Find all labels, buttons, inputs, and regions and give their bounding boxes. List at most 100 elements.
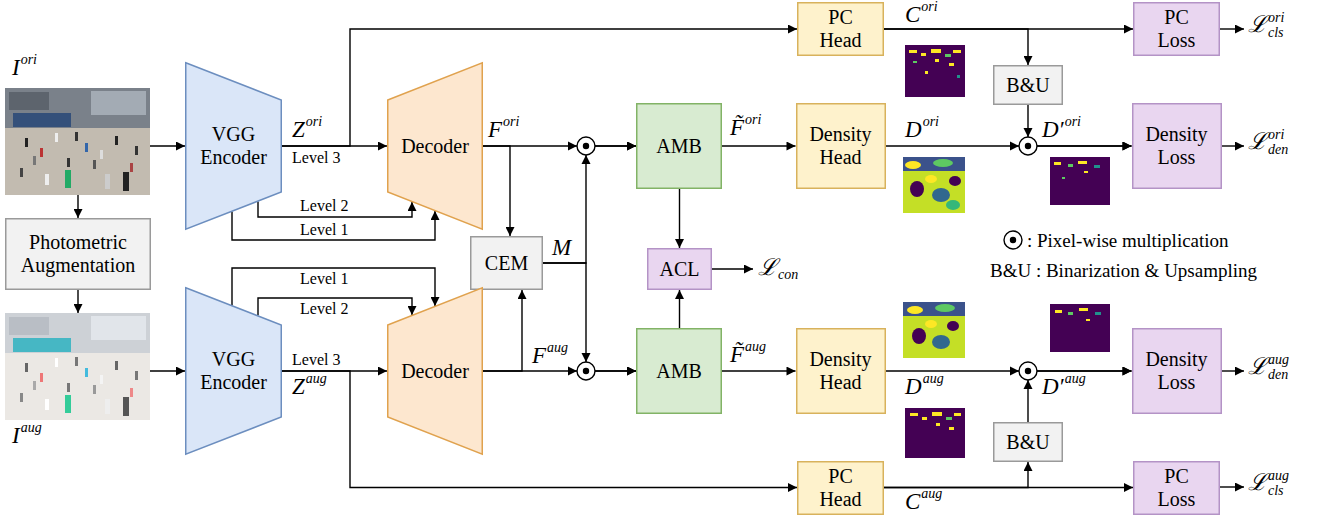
masked-density-thumbnail (1055, 310, 1062, 313)
label-part: : Pixel-wise multiplication (1027, 231, 1229, 250)
connector (1028, 105, 1132, 146)
math-label: Dori (905, 118, 939, 141)
node-label: PC Loss (1149, 465, 1205, 511)
pc-map-thumbnail (953, 50, 961, 53)
masked-density-thumbnail (1078, 161, 1087, 164)
math-label: F̃aug (730, 343, 766, 366)
math-label: ℒaugcls (1248, 471, 1289, 499)
connector (483, 290, 522, 371)
augmented-crowd-photo (13, 338, 71, 352)
small-arrowhead (568, 142, 577, 151)
math-symbol: D′ (1042, 118, 1064, 141)
crowd-photo (13, 113, 71, 127)
density-map-thumbnail (949, 176, 961, 186)
math-symbol: D (905, 118, 922, 141)
augmented-crowd-photo (65, 395, 71, 413)
augmented-crowd-photo (25, 363, 28, 372)
masked-density-thumbnail (1094, 165, 1100, 168)
box-outline (637, 329, 722, 414)
connector (543, 146, 636, 263)
pc-map-thumbnail (957, 75, 960, 78)
crowd-photo (67, 158, 70, 167)
small-arrowhead (1010, 367, 1019, 376)
plain-arrow (77, 290, 78, 313)
label-part: aug (547, 341, 568, 355)
label-part: D′ (1042, 375, 1064, 398)
math-symbol: C (905, 3, 920, 26)
pc-map-thumbnail (921, 53, 926, 56)
math-label: D′ori (1042, 118, 1081, 141)
label-part: ori (503, 115, 519, 129)
connector (679, 290, 680, 328)
crowd-photo (5, 88, 150, 128)
math-label: ℒcon (758, 256, 798, 282)
label-part: D′ (1042, 118, 1064, 141)
small-arrowhead (568, 367, 577, 376)
masked-density-thumbnail (1050, 157, 1110, 205)
node-label: PC Head (813, 6, 869, 52)
process-box: Density Loss (1132, 328, 1222, 414)
pc-map-thumbnail (949, 63, 954, 66)
crowd-photo (105, 174, 110, 189)
label-part: ℒ (1248, 355, 1267, 378)
crowd-photo (33, 156, 36, 165)
masked-density-thumbnail (1068, 164, 1073, 167)
box-outline (388, 288, 483, 455)
math-symbol: I (12, 424, 20, 447)
augmented-crowd-photo (85, 368, 88, 377)
label-part: D (905, 375, 922, 398)
process-box: ACL (647, 248, 712, 290)
augmented-crowd-photo (5, 313, 150, 353)
label-part: ℒ (1248, 130, 1267, 153)
process-box: B&U (993, 65, 1063, 105)
pc-map-thumbnail (946, 417, 952, 420)
label-part: F̃ (730, 116, 744, 139)
pc-map-thumbnail (945, 54, 951, 57)
masked-density-thumbnail (1095, 312, 1101, 315)
label-part: ori (745, 113, 761, 127)
label-part: D (905, 118, 922, 141)
edge-label: Level 1 (300, 222, 348, 238)
edge-label: Level 3 (292, 150, 340, 166)
math-symbol: Z (292, 118, 305, 141)
label-part: F̃ (730, 343, 744, 366)
label-part: aug (21, 421, 42, 435)
process-box: PC Loss (1133, 2, 1220, 56)
label-part: ori (923, 115, 939, 129)
node-label: Density Loss (1139, 348, 1215, 394)
pc-map-thumbnail (905, 408, 965, 458)
encoder-trapezoid: VGG Encoder (185, 287, 282, 455)
density-map-thumbnail (946, 200, 960, 210)
pc-map-thumbnail (954, 413, 961, 416)
masked-density-thumbnail (1054, 162, 1061, 165)
math-label: ℒaugden (1248, 355, 1289, 383)
connector (884, 29, 1028, 65)
math-label: Cori (905, 3, 938, 26)
label-part: ori (21, 53, 37, 67)
math-symbol: F (532, 344, 546, 367)
multiply-symbol (1019, 362, 1037, 380)
math-label: D′aug (1042, 375, 1086, 398)
node-label: PC Loss (1149, 6, 1205, 52)
crowd-photo (135, 146, 138, 155)
label-part: augden (1268, 353, 1289, 383)
plain-arrow (150, 370, 185, 371)
label-part: ℒ (758, 256, 777, 279)
crowd-photo (5, 88, 150, 195)
crowd-photo (40, 148, 43, 157)
density-map-thumbnail (903, 157, 965, 213)
plain-arrow (1220, 370, 1244, 371)
box-outline (186, 288, 282, 455)
crowd-photo (55, 133, 58, 142)
masked-density-thumbnail (1086, 319, 1090, 321)
pc-map-thumbnail (932, 412, 942, 416)
decoder-trapezoid: Decoder (387, 287, 483, 455)
connector (722, 145, 796, 146)
box-outline (796, 104, 885, 189)
label-part: aug (921, 487, 942, 501)
density-map-thumbnail (903, 302, 965, 316)
augmented-crowd-photo (5, 313, 150, 420)
crowd-photo (115, 136, 118, 145)
density-map-thumbnail (903, 157, 965, 213)
masked-density-thumbnail (1050, 157, 1110, 205)
